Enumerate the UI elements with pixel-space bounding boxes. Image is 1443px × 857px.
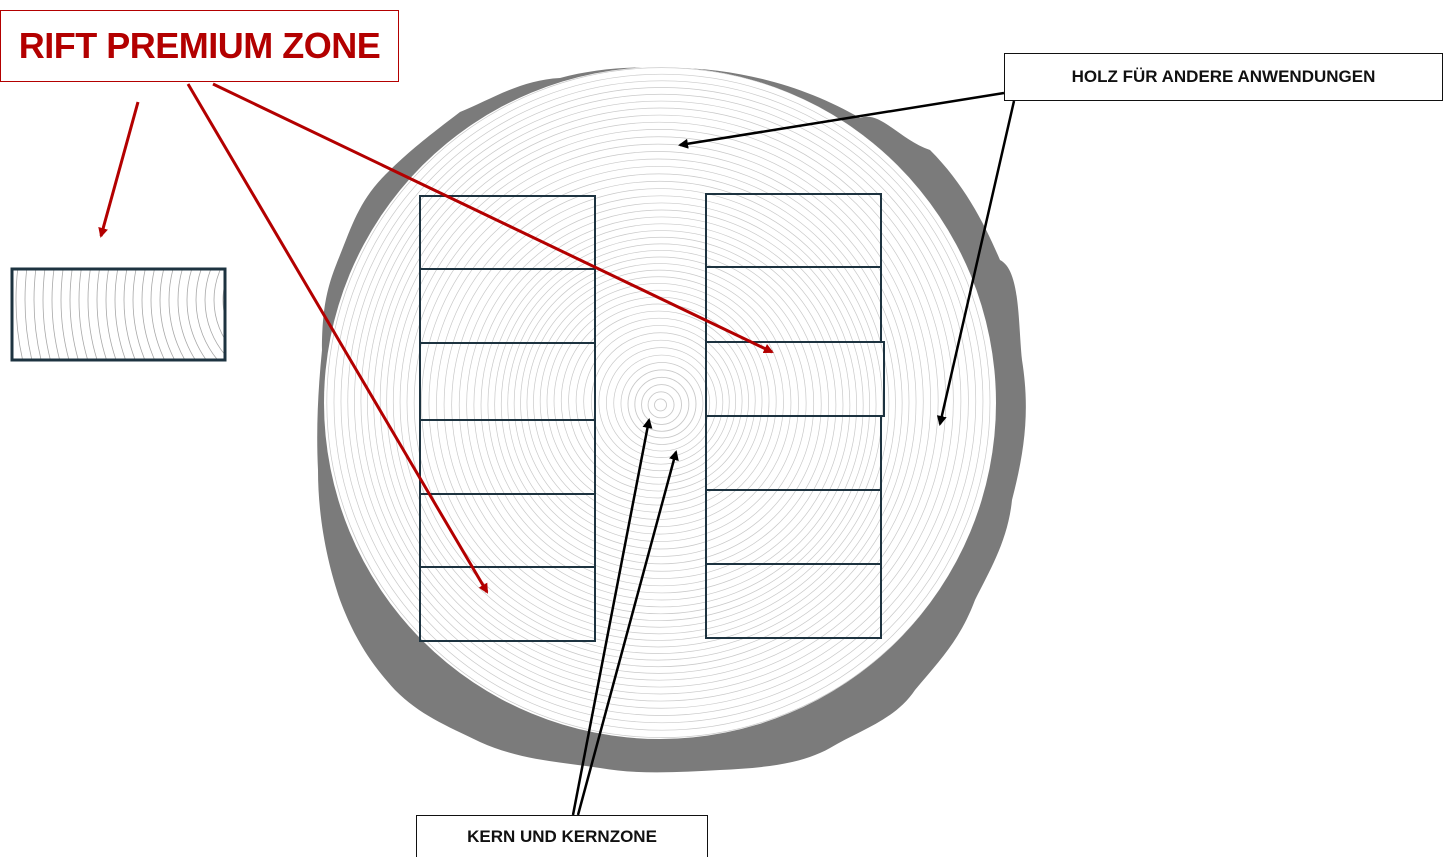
rift-arrow-to-sample <box>101 102 138 236</box>
core-zone-text: KERN UND KERNZONE <box>467 827 657 847</box>
sample-grain-line <box>250 260 330 340</box>
other-uses-label: HOLZ FÜR ANDERE ANWENDUNGEN <box>1004 53 1443 101</box>
other-uses-text: HOLZ FÜR ANDERE ANWENDUNGEN <box>1072 67 1376 87</box>
rift-premium-zone-text: RIFT PREMIUM ZONE <box>19 25 380 67</box>
rift-premium-zone-label: RIFT PREMIUM ZONE <box>0 10 399 82</box>
core-zone-label: KERN UND KERNZONE <box>416 815 708 857</box>
